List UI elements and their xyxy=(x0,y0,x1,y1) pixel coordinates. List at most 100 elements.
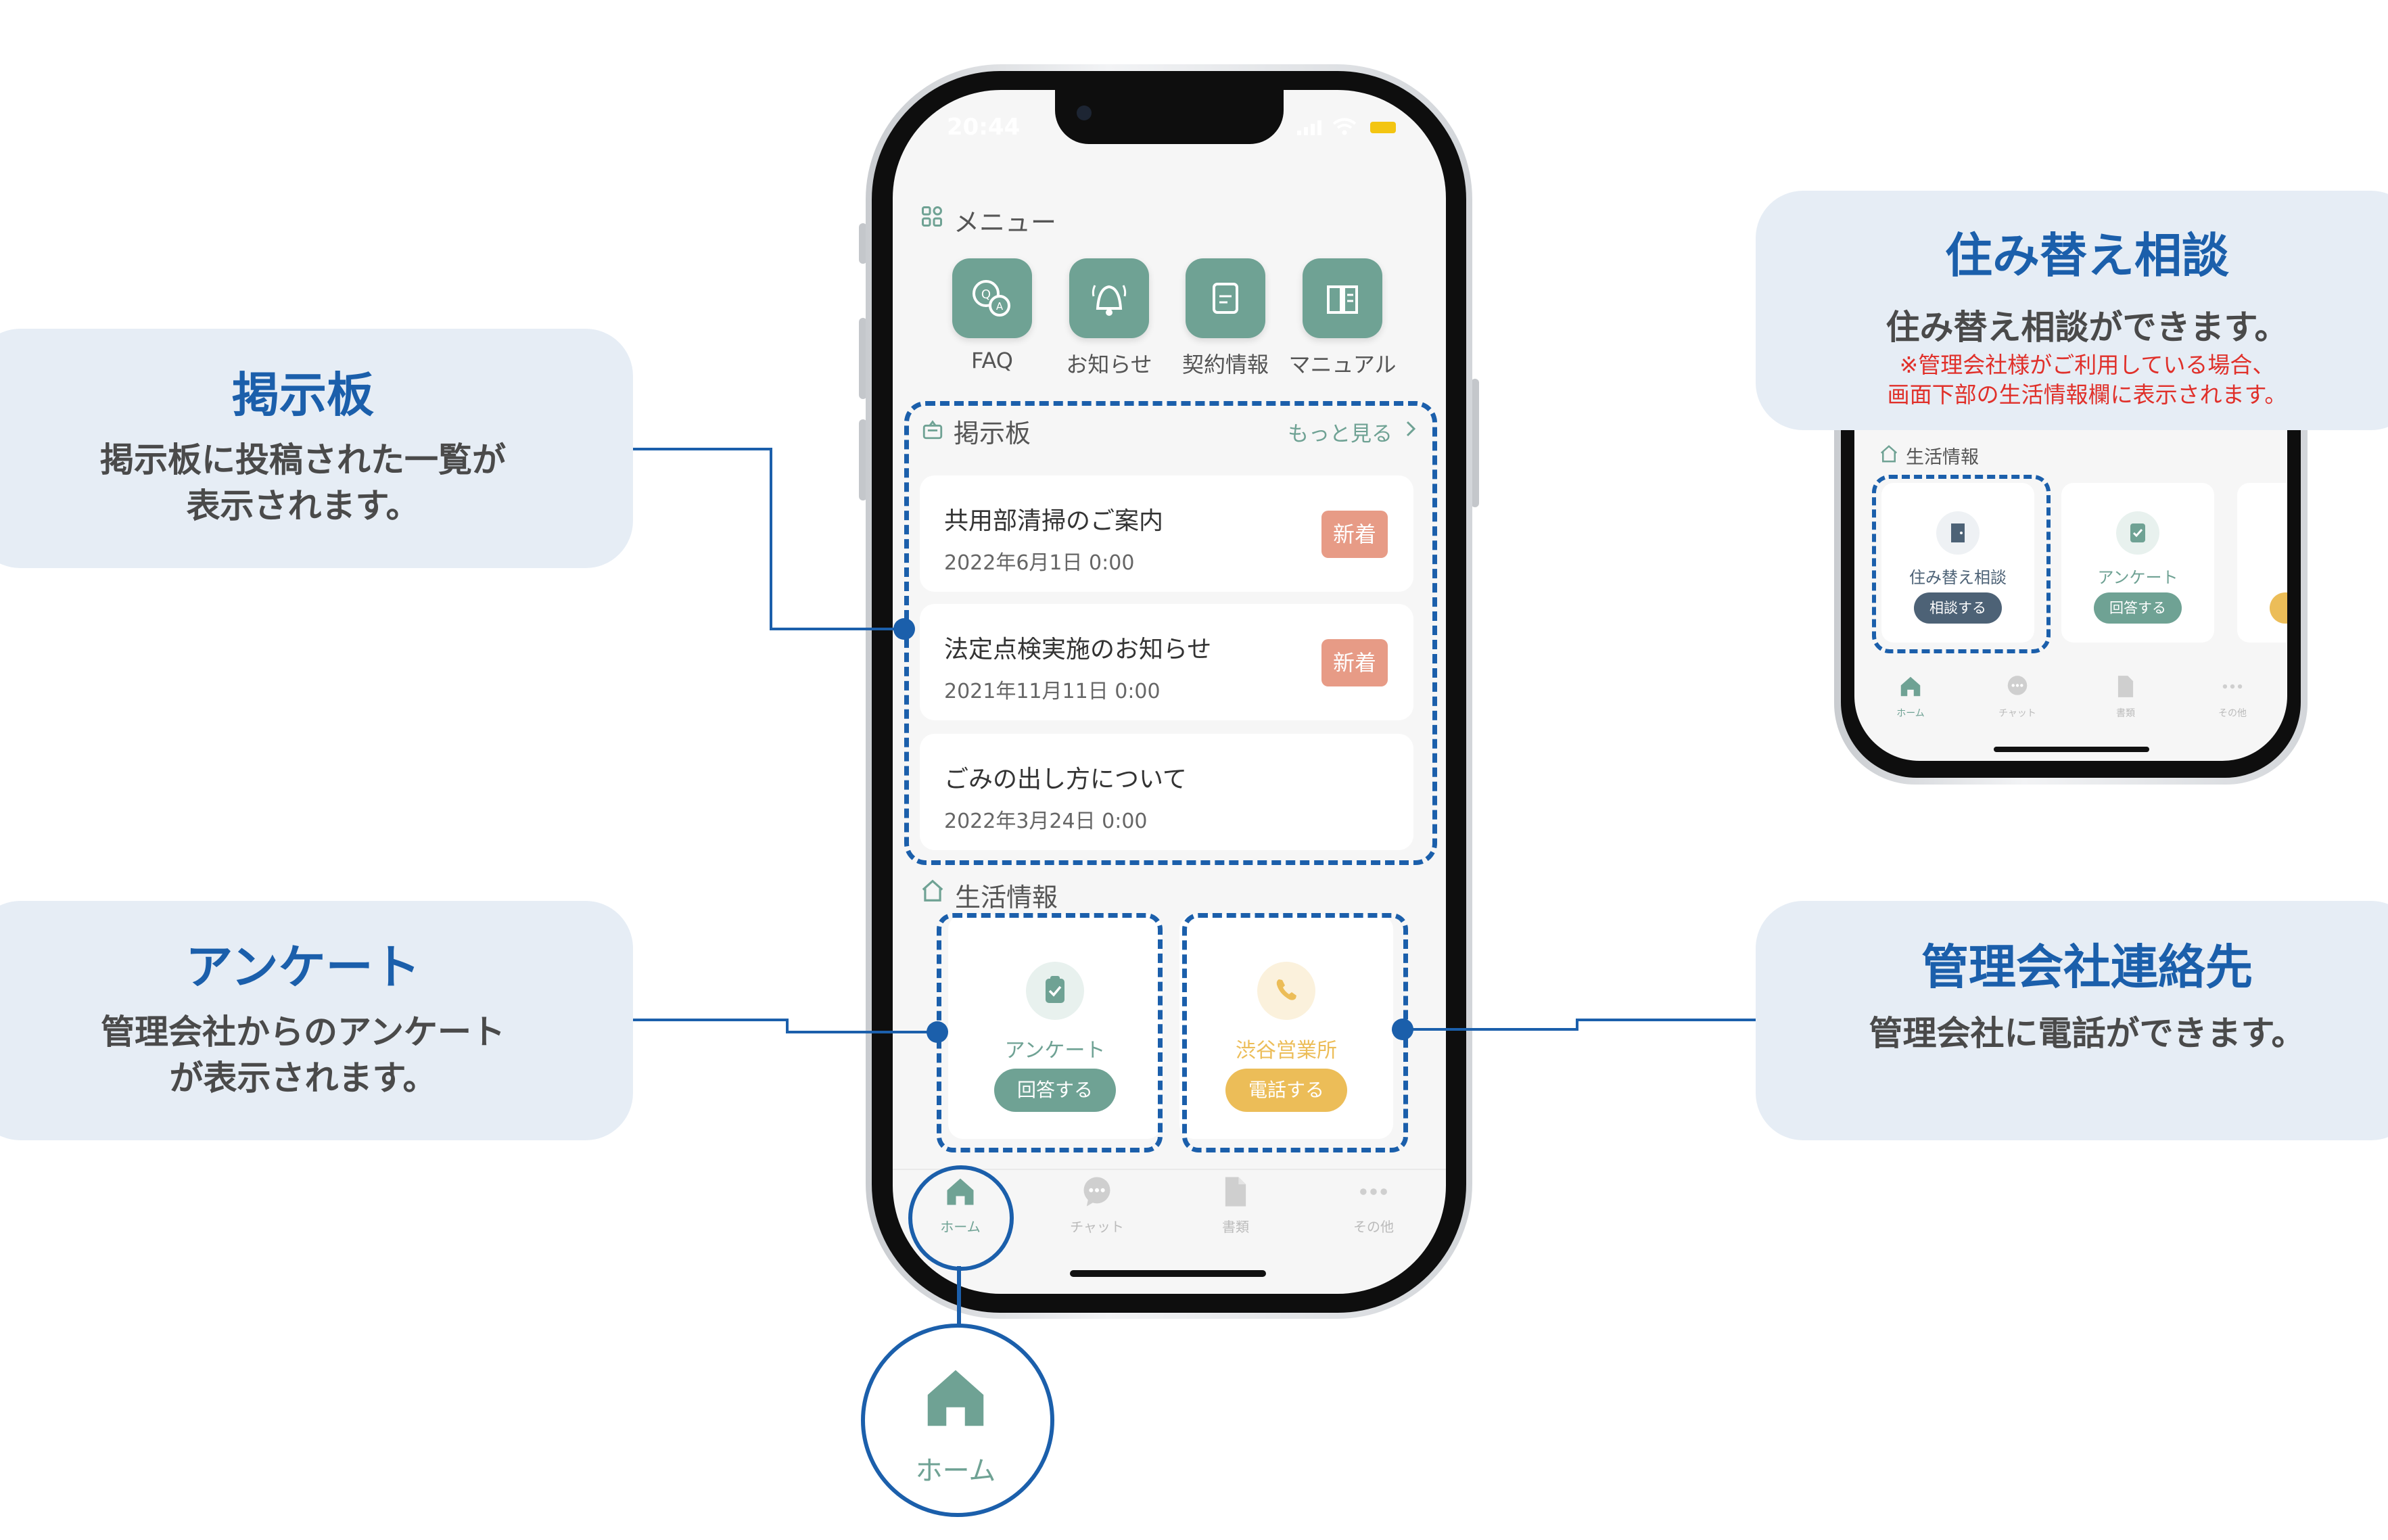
contact-card-name: 渋谷営業所 xyxy=(1236,1039,1337,1063)
small-survey-button[interactable]: 回答する xyxy=(2094,592,2182,624)
bulletin-highlight xyxy=(904,401,1437,865)
home-indicator xyxy=(1070,1270,1266,1277)
chat-tab-icon[interactable] xyxy=(1079,1174,1115,1209)
callout-relocation-note-2: 画面下部の生活情報欄に表示されます。 xyxy=(1887,381,2287,408)
bulletin-item-date: 2022年3月24日 0:00 xyxy=(944,810,1148,833)
bulletin-item[interactable]: ごみの出し方について 2022年3月24日 0:00 xyxy=(920,734,1413,850)
menu-section-label: メニュー xyxy=(954,208,1057,237)
faq-menu-button[interactable]: Q A xyxy=(952,258,1032,338)
phone-volume-down xyxy=(859,419,867,500)
bulletin-item[interactable]: 共用部清掃のご案内 2022年6月1日 0:00 新着 xyxy=(920,475,1413,592)
small-relocation-button[interactable]: 相談する xyxy=(1914,592,2002,624)
callout-survey-desc-2: が表示されます。 xyxy=(169,1058,437,1098)
bulletin-item-title: ごみの出し方について xyxy=(944,766,1187,793)
small-tab-label-documents: 書類 xyxy=(2116,708,2135,719)
small-partial-yellow-pill xyxy=(2270,592,2287,624)
bulletin-connector-h2 xyxy=(770,628,905,630)
svg-text:A: A xyxy=(996,300,1004,312)
phone-icon xyxy=(1276,979,1296,1000)
survey-connector-h2 xyxy=(786,1031,937,1033)
home-outline-icon xyxy=(922,879,943,902)
cellular-signal-icon xyxy=(1297,120,1321,135)
small-chat-tab-icon[interactable] xyxy=(2005,674,2030,699)
manual-menu-button[interactable] xyxy=(1303,258,1382,338)
contact-connector-dot xyxy=(1392,1019,1413,1040)
home-tab-highlight-ring xyxy=(908,1165,1014,1271)
faq-menu-label: FAQ xyxy=(971,348,1013,373)
phone-icon-circle xyxy=(1257,962,1315,1020)
chevron-right-icon[interactable] xyxy=(1404,419,1418,438)
small-more-tab-icon[interactable] xyxy=(2220,674,2245,699)
new-badge: 新着 xyxy=(1321,639,1388,686)
small-relocation-highlight xyxy=(1872,475,2051,653)
callout-relocation-note-1: ※管理会社様がご利用している場合、 xyxy=(1899,352,2275,378)
callout-survey-desc-1: 管理会社からのアンケート xyxy=(101,1012,505,1052)
notice-menu-label: お知らせ xyxy=(1066,352,1152,377)
phone-volume-up xyxy=(859,318,867,399)
bulletin-item-date: 2021年11月11日 0:00 xyxy=(944,680,1161,703)
faq-icon: Q A xyxy=(973,280,1010,317)
small-home-indicator xyxy=(1994,747,2149,752)
contract-menu-button[interactable] xyxy=(1186,258,1265,338)
bulletin-item[interactable]: 法定点検実施のお知らせ 2021年11月11日 0:00 新着 xyxy=(920,604,1413,720)
new-badge: 新着 xyxy=(1321,511,1388,558)
callout-relocation: 住み替え相談 住み替え相談ができます。 ※管理会社様がご利用している場合、 画面… xyxy=(1756,191,2388,430)
small-survey-icon-circle xyxy=(2116,511,2159,555)
callout-bulletin-title: 掲示板 xyxy=(232,367,374,423)
callout-bulletin-desc-2: 表示されます。 xyxy=(186,486,420,526)
notice-menu-button[interactable] xyxy=(1069,258,1149,338)
more-tab-icon[interactable] xyxy=(1356,1174,1391,1209)
document-tab-icon[interactable] xyxy=(1218,1174,1253,1209)
contract-document-icon xyxy=(1213,283,1238,314)
survey-icon-circle xyxy=(1026,962,1084,1020)
phone-power-button xyxy=(1471,379,1479,507)
small-tab-label-home: ホーム xyxy=(1896,708,1925,719)
tab-bar-divider xyxy=(893,1169,1446,1170)
zoom-connector-line xyxy=(957,1266,961,1326)
bulletin-item-title: 共用部清掃のご案内 xyxy=(944,507,1164,535)
small-survey-card[interactable]: アンケート 回答する xyxy=(2061,483,2214,643)
callout-survey: アンケート 管理会社からのアンケート が表示されます。 xyxy=(0,901,633,1140)
survey-connector-h1 xyxy=(633,1019,789,1021)
small-survey-name: アンケート xyxy=(2097,568,2178,587)
survey-card[interactable]: アンケート 回答する xyxy=(948,914,1162,1139)
zoom-home-ring xyxy=(861,1324,1054,1517)
contact-connector-h1 xyxy=(1399,1028,1577,1031)
small-relocation-card[interactable]: 住み替え相談 相談する xyxy=(1881,483,2034,643)
tab-more-label[interactable]: その他 xyxy=(1353,1219,1394,1235)
bulletin-item-title: 法定点検実施のお知らせ xyxy=(944,636,1212,663)
callout-bulletin: 掲示板 掲示板に投稿された一覧が 表示されます。 xyxy=(0,329,633,568)
phone-notch xyxy=(1055,90,1284,144)
clipboard-check-icon xyxy=(2130,523,2145,542)
small-document-tab-icon[interactable] xyxy=(2113,674,2138,699)
callout-contact: 管理会社連絡先 管理会社に電話ができます。 xyxy=(1756,901,2388,1140)
small-life-info-label: 生活情報 xyxy=(1906,447,1979,468)
small-partial-card xyxy=(2237,483,2287,643)
small-home-tab-icon[interactable] xyxy=(1898,674,1923,699)
callout-contact-title: 管理会社連絡先 xyxy=(1921,939,2253,995)
contact-connector-h2 xyxy=(1576,1019,1756,1021)
callout-survey-title: アンケート xyxy=(185,939,421,995)
survey-connector-v xyxy=(786,1019,789,1033)
callout-contact-desc: 管理会社に電話ができます。 xyxy=(1869,1014,2305,1053)
callout-bulletin-desc-1: 掲示板に投稿された一覧が xyxy=(100,440,506,480)
contact-card[interactable]: 渋谷営業所 電話する xyxy=(1179,914,1393,1139)
bell-icon xyxy=(1092,285,1127,316)
small-home-outline-icon xyxy=(1880,445,1898,463)
tab-chat-label[interactable]: チャット xyxy=(1070,1219,1124,1235)
bulletin-more-link[interactable]: もっと見る xyxy=(1288,422,1392,446)
life-info-section-label: 生活情報 xyxy=(955,883,1058,912)
zoom-home-icon xyxy=(927,1370,984,1426)
survey-answer-button[interactable]: 回答する xyxy=(994,1069,1116,1112)
status-time: 20:44 xyxy=(947,114,1021,141)
grid-menu-icon xyxy=(922,206,942,227)
manual-menu-label: マニュアル xyxy=(1288,352,1397,377)
small-tab-label-chat: チャット xyxy=(1998,708,2036,719)
bulletin-item-date: 2022年6月1日 0:00 xyxy=(944,551,1135,575)
small-tab-label-more: その他 xyxy=(2218,708,2247,719)
bulletin-connector-v xyxy=(770,448,772,630)
tab-documents-label[interactable]: 書類 xyxy=(1222,1219,1249,1235)
front-camera xyxy=(1077,106,1092,120)
wifi-icon xyxy=(1332,118,1357,135)
call-button[interactable]: 電話する xyxy=(1225,1069,1347,1112)
